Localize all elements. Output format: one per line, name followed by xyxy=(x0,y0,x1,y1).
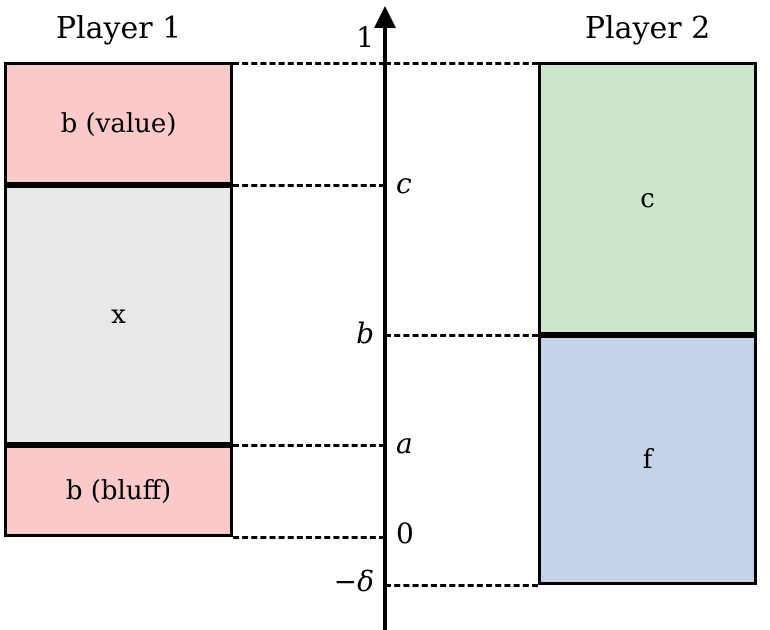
vertical-axis-line xyxy=(383,24,387,630)
player2-block-call: c xyxy=(538,62,757,335)
player1-block-value-label: b (value) xyxy=(60,108,177,139)
player1-block-value: b (value) xyxy=(4,62,233,185)
axis-tick-label-b: b xyxy=(356,317,374,350)
player1-block-bluff: b (bluff) xyxy=(4,445,233,537)
dash-line-a-left xyxy=(233,444,385,447)
player2-block-fold-label: f xyxy=(642,445,653,475)
player1-block-bluff-label: b (bluff) xyxy=(65,476,172,506)
player1-block-x: x xyxy=(4,185,233,445)
dash-line-zero-left xyxy=(233,536,385,539)
player2-block-call-label: c xyxy=(640,183,655,214)
axis-tick-label-minus-delta: −δ xyxy=(333,565,374,598)
player2-title: Player 2 xyxy=(584,11,711,46)
axis-tick-label-a: a xyxy=(396,427,413,460)
dash-line-one-left xyxy=(233,62,385,65)
axis-tick-label-c: c xyxy=(396,167,412,200)
dash-line-b-right xyxy=(385,334,538,337)
dash-line-one-right xyxy=(385,62,538,65)
dash-line-delta-right xyxy=(385,584,538,587)
axis-tick-label-zero: 0 xyxy=(396,517,414,550)
axis-arrow-icon xyxy=(374,6,396,28)
player1-block-x-label: x xyxy=(111,300,126,330)
player2-block-fold: f xyxy=(538,335,757,585)
dash-line-c-left xyxy=(233,184,385,187)
axis-tick-label-one: 1 xyxy=(356,21,374,54)
player1-title: Player 1 xyxy=(55,11,182,46)
